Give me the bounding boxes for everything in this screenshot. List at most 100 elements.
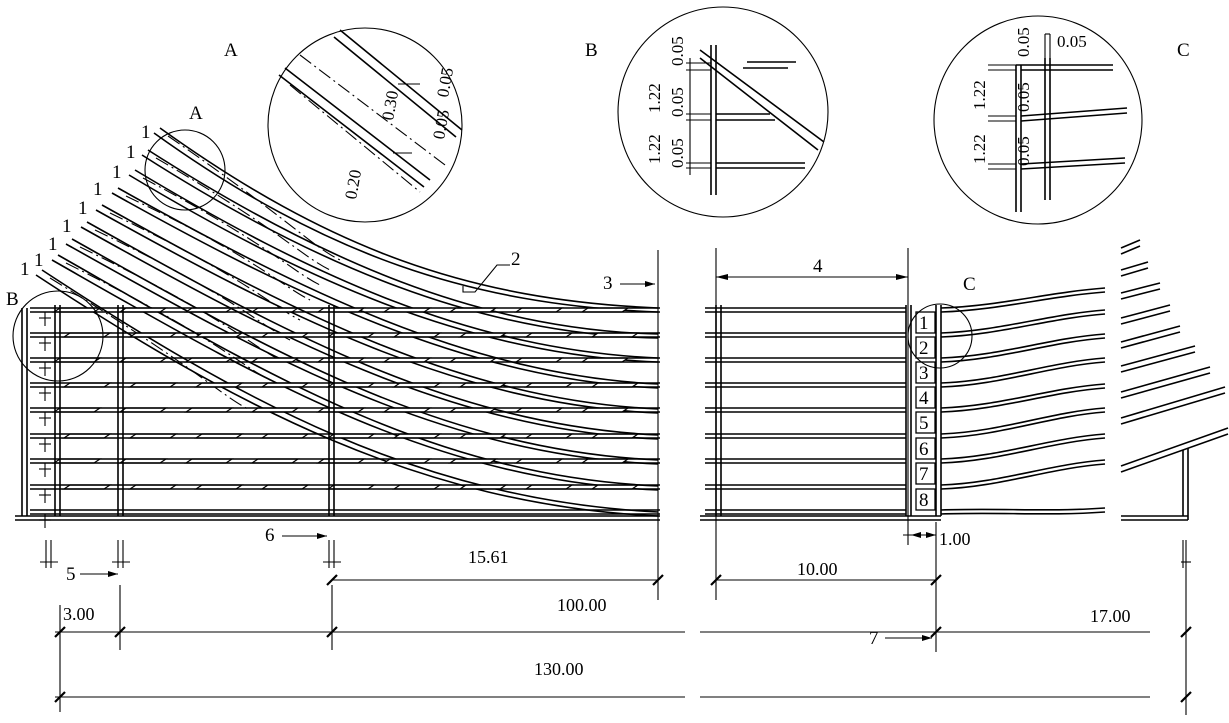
channel-lower-0 xyxy=(153,132,659,313)
callout-1-label-3: 1 xyxy=(93,179,103,200)
cell-number-2: 2 xyxy=(919,338,929,359)
channel-upper-1 xyxy=(147,149,659,335)
channel-lower-5 xyxy=(80,226,659,440)
right-channel-top-1 xyxy=(940,309,1106,334)
right-channels xyxy=(940,287,1106,515)
detail-a-marker xyxy=(144,129,226,211)
middle-frame xyxy=(700,248,942,600)
callout-6: 6 xyxy=(265,525,275,546)
right-channel-bottom-2 xyxy=(940,337,1106,363)
detail-b-gap-0.05-top: 0.05 xyxy=(668,36,687,66)
callout-1-label-7: 1 xyxy=(34,250,44,271)
cell-box-7 xyxy=(915,462,936,485)
right-channel-top-8 xyxy=(940,507,1106,511)
callout-1-label-1: 1 xyxy=(126,142,136,163)
centerline-2 xyxy=(142,177,321,286)
cell-box-2 xyxy=(915,336,936,359)
callout-7: 7 xyxy=(869,628,879,649)
channel-lower-8 xyxy=(35,274,659,517)
right-channel-bottom-3 xyxy=(940,361,1106,388)
detail-b-row-1.22-top: 1.22 xyxy=(645,83,664,113)
callout-5: 5 xyxy=(66,564,76,585)
right-channel-bottom-7 xyxy=(940,463,1106,490)
cell-number-1: 1 xyxy=(919,313,929,334)
dim-100.00: 100.00 xyxy=(557,595,607,615)
cell-number-8: 8 xyxy=(919,490,929,511)
right-channel-top-2 xyxy=(940,333,1106,359)
panel-slots xyxy=(52,307,640,490)
callout-1-label-2: 1 xyxy=(112,162,122,183)
right-channel-bottom-0 xyxy=(940,291,1106,313)
cell-box-4 xyxy=(915,386,936,409)
dim-130.00: 130.00 xyxy=(534,659,584,679)
detail-c-gap-0.05-right: 0.05 xyxy=(1057,32,1087,51)
cell-box-6 xyxy=(915,437,936,460)
detail-b-gap-0.05-bottom: 0.05 xyxy=(668,138,687,168)
detail-c-gap-0.05-mid: 0.05 xyxy=(1014,82,1033,112)
detail-c: 0.05 0.05 1.22 0.05 1.22 0.05 xyxy=(933,15,1143,225)
detail-label-a-main: A xyxy=(189,103,203,124)
detail-label-c-top: C xyxy=(1177,40,1190,61)
right-channel-top-4 xyxy=(940,383,1106,409)
centerline-3 xyxy=(125,195,311,301)
cell-box-5 xyxy=(915,411,936,434)
cell-number-4: 4 xyxy=(919,388,929,409)
centerline-6 xyxy=(79,246,281,361)
right-channel-bottom-4 xyxy=(940,387,1106,413)
centerline-7 xyxy=(65,262,271,381)
right-channel-bottom-1 xyxy=(940,313,1106,338)
detail-c-marker xyxy=(907,303,973,369)
detail-a-dim-0.05-mid: 0.05 xyxy=(429,108,453,141)
detail-a: 0.05 0.30 0.05 0.20 xyxy=(267,27,463,223)
right-channel-top-6 xyxy=(940,433,1106,460)
callout-1-label-4: 1 xyxy=(78,198,88,219)
right-channel-bottom-6 xyxy=(940,437,1106,464)
numbered-cells: 1 2 3 4 5 6 7 8 xyxy=(915,311,936,511)
detail-c-gap-0.05-bottom: 0.05 xyxy=(1014,136,1033,166)
channel-upper-2 xyxy=(134,169,659,359)
centerline-8 xyxy=(49,277,251,411)
detail-label-a-top: A xyxy=(224,40,238,61)
dim-3.00: 3.00 xyxy=(63,604,95,624)
left-frame xyxy=(15,250,660,600)
detail-c-gap-0.05-top: 0.05 xyxy=(1014,27,1033,57)
detail-label-b-top: B xyxy=(585,40,598,61)
cell-number-7: 7 xyxy=(919,464,929,485)
cell-box-8 xyxy=(915,488,936,511)
channel-upper-0 xyxy=(159,127,659,309)
detail-a-dim-0.20: 0.20 xyxy=(341,168,365,201)
right-channel-top-5 xyxy=(940,407,1106,435)
detail-label-b-main: B xyxy=(6,289,19,310)
detail-a-dim-0.05-top: 0.05 xyxy=(433,66,457,99)
channel-lower-6 xyxy=(65,243,659,465)
right-channel-bottom-8 xyxy=(940,511,1106,515)
dimension-lines: 15.61 100.00 3.00 130.00 10.00 1.00 17.0… xyxy=(40,522,1192,712)
detail-c-row-1.22-bottom: 1.22 xyxy=(970,134,989,164)
callout-1-label-0: 1 xyxy=(141,122,151,143)
cell-number-5: 5 xyxy=(919,413,929,434)
cell-number-6: 6 xyxy=(919,439,929,460)
dim-1.00: 1.00 xyxy=(939,529,971,549)
right-channel-top-0 xyxy=(940,287,1106,309)
cell-box-3 xyxy=(915,361,936,384)
channel-upper-4 xyxy=(101,204,659,410)
callout-1-label-5: 1 xyxy=(62,216,72,237)
dim-10.00: 10.00 xyxy=(797,559,838,579)
right-fragment xyxy=(1120,239,1229,715)
channel-lower-4 xyxy=(95,209,659,414)
cell-box-1 xyxy=(915,311,936,334)
callout-3: 3 xyxy=(603,273,613,294)
channel-lower-3 xyxy=(111,192,659,389)
detail-b-row-1.22-bottom: 1.22 xyxy=(645,134,664,164)
right-channel-top-3 xyxy=(940,357,1106,384)
right-channel-bottom-5 xyxy=(940,411,1106,439)
detail-b-gap-0.05-mid: 0.05 xyxy=(668,87,687,117)
channel-lower-2 xyxy=(128,174,659,363)
callout-2: 2 xyxy=(511,249,521,270)
cell-number-3: 3 xyxy=(919,363,929,384)
centerline-0 xyxy=(167,135,341,261)
detail-label-c-main: C xyxy=(963,274,976,295)
callouts: 2 3 4 5 6 7 xyxy=(66,249,932,649)
